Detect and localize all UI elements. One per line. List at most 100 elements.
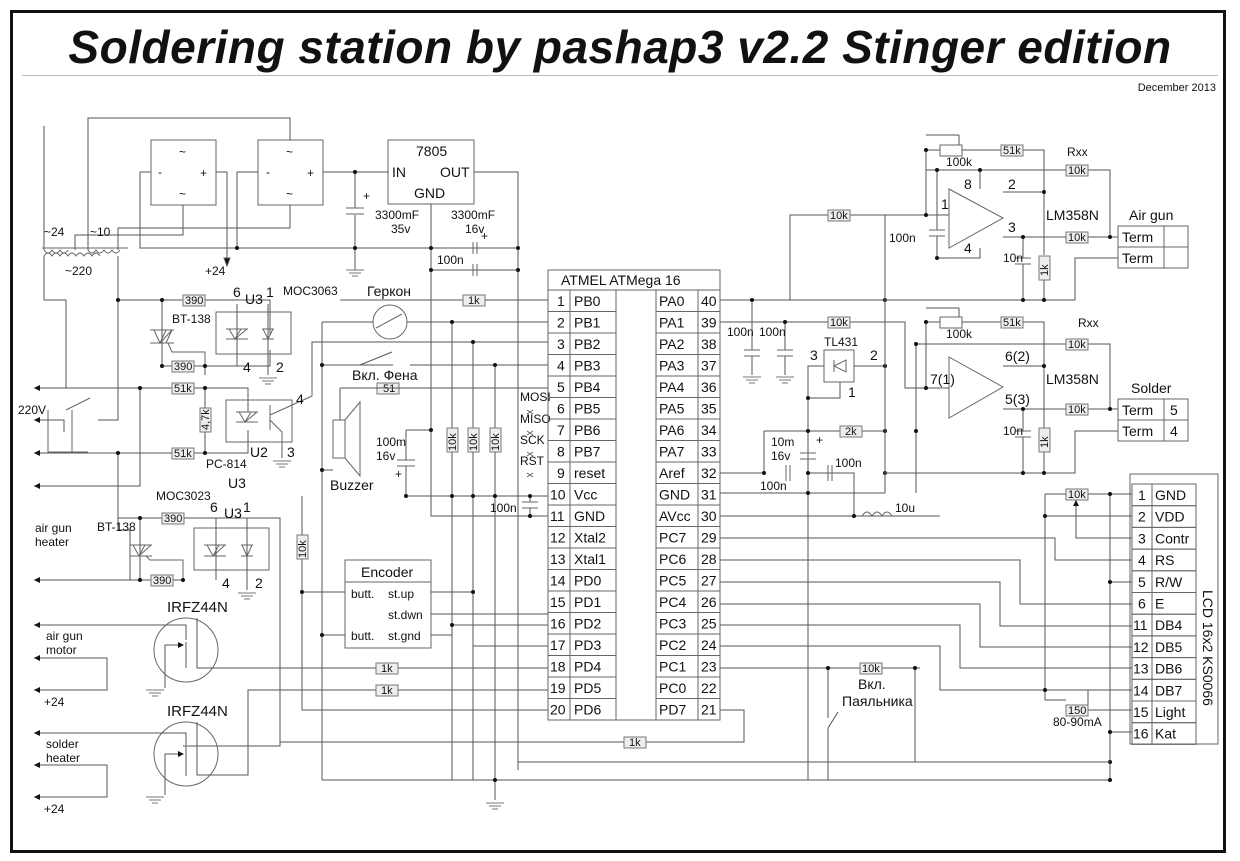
buzzer-cap-value: 100m	[376, 435, 406, 449]
mcu-pin-name: AVcc	[659, 508, 691, 524]
optocoupler-ref: U3	[245, 291, 263, 307]
resistor-label: 390	[185, 295, 203, 307]
lcd-pin-name: R/W	[1155, 574, 1183, 590]
resistor-label: 1k	[629, 737, 641, 749]
resistor-390-a: 390	[161, 512, 185, 525]
regulator-out: OUT	[440, 164, 470, 180]
mcu-pin-name: Xtal1	[574, 551, 606, 567]
mcu-pin-name: Xtal2	[574, 530, 606, 546]
resistor-10k-air-top: 10k	[1065, 164, 1089, 177]
mcu-pin-name: PD6	[574, 702, 601, 718]
bridge-rectifier-24: ~ ~ - +	[150, 139, 217, 206]
mcu-pin-number: 36	[701, 379, 717, 395]
mcu-pin-name: PA6	[659, 422, 685, 438]
pin-label: 2	[870, 347, 878, 363]
pot-label: 100k	[946, 155, 973, 169]
mcu-pin-number: 11	[550, 508, 565, 524]
schematic-frame	[10, 10, 1226, 853]
mcu-pin-name: PC0	[659, 680, 686, 696]
transformer: ~24 ~10 ~220	[42, 117, 291, 388]
mcu-pin-name: PC2	[659, 637, 686, 653]
ref-cap-label: 100n	[727, 325, 754, 339]
resistor-label: 150	[1068, 705, 1086, 717]
mcu-pin-number: 25	[701, 616, 717, 632]
encoder-pin-label: st.dwn	[388, 608, 423, 622]
connector-pin-label: Term	[1122, 402, 1153, 418]
pot-label: 100k	[946, 327, 973, 341]
pin-label: 4	[222, 575, 230, 591]
encoder-pin-label: butt.	[351, 629, 374, 643]
resistor-51k-solder: 51k	[1000, 316, 1024, 329]
optocoupler-ref: U3	[228, 475, 246, 491]
pin-label: 4	[296, 391, 304, 407]
resistor-label: 10k	[468, 433, 480, 451]
ref-cap-elec-voltage: 16v	[771, 449, 790, 463]
mcu-pin-number: 27	[701, 573, 717, 589]
mcu-pin-name: PB6	[574, 422, 601, 438]
pin-label: 3	[287, 444, 295, 460]
mcu-pin-name: PB0	[574, 293, 601, 309]
resistor-51-buzzer: 51	[376, 382, 400, 395]
tl431-reference: TL431 3 2 1	[810, 335, 878, 400]
mcu-pin-name: PA4	[659, 379, 685, 395]
cap-label: 10n	[1003, 424, 1023, 438]
mcu-pin-name: PC4	[659, 594, 686, 610]
resistor-label: 10k	[297, 540, 309, 558]
mcu-pin-name: PD4	[574, 659, 601, 675]
cap-in-value: 3300mF	[375, 208, 419, 222]
lcd-pin-name: Kat	[1155, 726, 1176, 742]
schematic-date: December 2013	[1137, 82, 1216, 94]
mcu-pin-number: 6	[557, 401, 565, 417]
bridge-minus-label: -	[266, 165, 270, 179]
lcd-pin-number: 3	[1138, 530, 1146, 546]
mcu-pin-name: PC5	[659, 573, 686, 589]
pin-label: 3	[810, 347, 818, 363]
fan-switch-label: Вкл. Фена	[352, 367, 418, 383]
triac-label: BT-138	[172, 312, 211, 326]
mcu-pin-number: 14	[550, 573, 566, 589]
mcu-pin-name: PC1	[659, 659, 686, 675]
resistor-label: 1k	[381, 663, 393, 675]
ref-cap-label: 100n	[759, 325, 786, 339]
mcu-pin-name: PB4	[574, 379, 601, 395]
regulator-in: IN	[392, 164, 406, 180]
mcu-pin-name: PD0	[574, 573, 601, 589]
lcd-pin-number: 2	[1138, 509, 1146, 525]
pin-label: 7(1)	[930, 371, 955, 387]
resistor-10k-pb3: 10k	[489, 427, 502, 453]
mcu-pin-number: 30	[701, 508, 717, 524]
buzzer-cap-voltage: 16v	[376, 449, 395, 463]
transformer-secondary-10: ~10	[90, 225, 111, 239]
resistor-label: 10k	[447, 433, 459, 451]
mcu-pin-name: PC3	[659, 616, 686, 632]
tl431-label: TL431	[824, 335, 858, 349]
mcu-pin-name: reset	[574, 465, 605, 481]
mcu-pin-number: 13	[550, 551, 566, 567]
resistor-label: 10k	[490, 433, 502, 451]
optocoupler-ref: U2	[250, 444, 268, 460]
mosfet-part: IRFZ44N	[167, 599, 228, 616]
buzzer: Buzzer 100m 16v +	[322, 400, 415, 496]
pin-label: 2	[1008, 176, 1016, 192]
cap-out-voltage: 16v	[465, 222, 484, 236]
pin-label: 6	[210, 499, 218, 515]
inductor-label: 10u	[895, 501, 915, 515]
mcu-pin-name: PA7	[659, 444, 685, 460]
regulator-gnd: GND	[414, 185, 445, 201]
bridge-minus-label: -	[158, 165, 162, 179]
mcu-pin-name: PB3	[574, 358, 601, 374]
lcd-pin-name: E	[1155, 596, 1164, 612]
cap-label: 10n	[1003, 251, 1023, 265]
mcu-pin-name: PC7	[659, 530, 686, 546]
mcu-pin-number: 1	[557, 293, 565, 309]
load-label: solder	[46, 737, 79, 751]
resistor-label: 1k	[1039, 436, 1051, 448]
lcd-pin-number: 1	[1138, 487, 1146, 503]
load-label: air gun	[46, 629, 83, 643]
mcu-pin-name: GND	[574, 508, 605, 524]
vcc-cap-value: 100n	[490, 501, 517, 515]
mcu-pin-name: PD1	[574, 594, 601, 610]
regulator-name: 7805	[416, 143, 447, 159]
resistor-label: 2k	[845, 426, 857, 438]
